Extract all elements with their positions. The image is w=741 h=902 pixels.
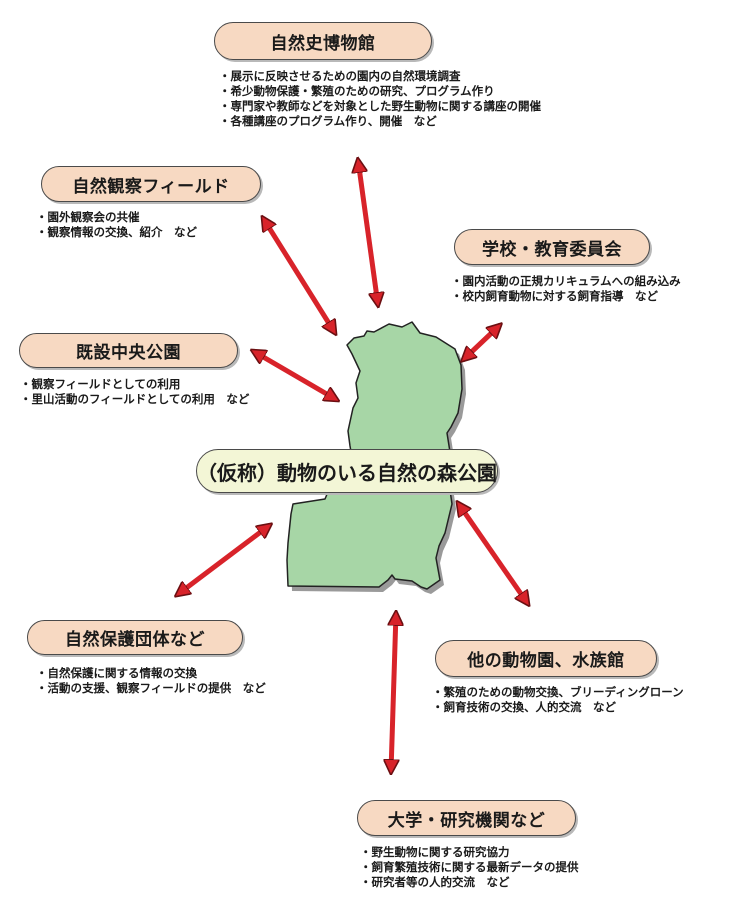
zoo-items: ・繁殖のための動物交換、ブリーディングローン ・飼育技術の交換、人的交流 など	[432, 685, 684, 715]
center-park-label: （仮称）動物のいる自然の森公園	[196, 449, 498, 493]
university-item: ・研究者等の人的交流 など	[360, 875, 510, 889]
arrow-university	[391, 613, 396, 772]
university-box: 大学・研究機関など	[357, 800, 576, 836]
university-item: ・野生動物に関する研究協力	[360, 845, 510, 859]
conservation-item: ・活動の支援、観察フィールドの提供 など	[36, 681, 266, 695]
field-items: ・園外観察会の共催 ・観察情報の交換、紹介 など	[36, 210, 197, 240]
field-box: 自然観察フィールド	[41, 166, 261, 202]
park-items: ・観察フィールドとしての利用 ・里山活動のフィールドとしての利用 など	[20, 377, 249, 407]
school-item: ・園内活動の正規カリキュラムへの組み込み	[451, 274, 681, 288]
museum-item: ・希少動物保護・繁殖のための研究、プログラム作り	[219, 84, 495, 98]
museum-box: 自然史博物館	[214, 22, 432, 60]
zoo-item: ・繁殖のための動物交換、ブリーディングローン	[432, 685, 684, 699]
zoo-box: 他の動物園、水族館	[435, 640, 657, 677]
conservation-items: ・自然保護に関する情報の交換 ・活動の支援、観察フィールドの提供 など	[36, 666, 266, 696]
museum-item: ・展示に反映させるための園内の自然環境調査	[219, 69, 461, 83]
connection-arrows	[177, 160, 528, 772]
school-box: 学校・教育委員会	[454, 229, 650, 265]
park-item: ・観察フィールドとしての利用	[20, 377, 181, 391]
museum-item: ・各種講座のプログラム作り、開催 など	[219, 114, 437, 128]
zoo-item: ・飼育技術の交換、人的交流 など	[432, 700, 616, 714]
arrow-zoo	[458, 503, 528, 604]
arrow-school	[463, 325, 500, 360]
conservation-item: ・自然保護に関する情報の交換	[36, 666, 197, 680]
school-items: ・園内活動の正規カリキュラムへの組み込み ・校内飼育動物に対する飼育指導 など	[451, 274, 681, 304]
arrow-park	[253, 351, 337, 400]
university-item: ・飼育繁殖技術に関する最新データの提供	[360, 860, 579, 874]
school-item: ・校内飼育動物に対する飼育指導 など	[451, 289, 658, 303]
museum-item: ・専門家や教師などを対象とした野生動物に関する講座の開催	[219, 99, 541, 113]
arrow-field	[263, 218, 335, 333]
park-box: 既設中央公園	[19, 333, 238, 368]
university-items: ・野生動物に関する研究協力 ・飼育繁殖技術に関する最新データの提供 ・研究者等の…	[360, 845, 579, 890]
park-item: ・里山活動のフィールドとしての利用 など	[20, 392, 250, 406]
field-item: ・園外観察会の共催	[36, 210, 140, 224]
museum-items: ・展示に反映させるための園内の自然環境調査 ・希少動物保護・繁殖のための研究、プ…	[219, 69, 541, 129]
arrow-conservation	[177, 525, 270, 595]
field-item: ・観察情報の交換、紹介 など	[36, 225, 197, 239]
conservation-box: 自然保護団体など	[27, 620, 243, 655]
arrow-museum	[358, 160, 378, 305]
